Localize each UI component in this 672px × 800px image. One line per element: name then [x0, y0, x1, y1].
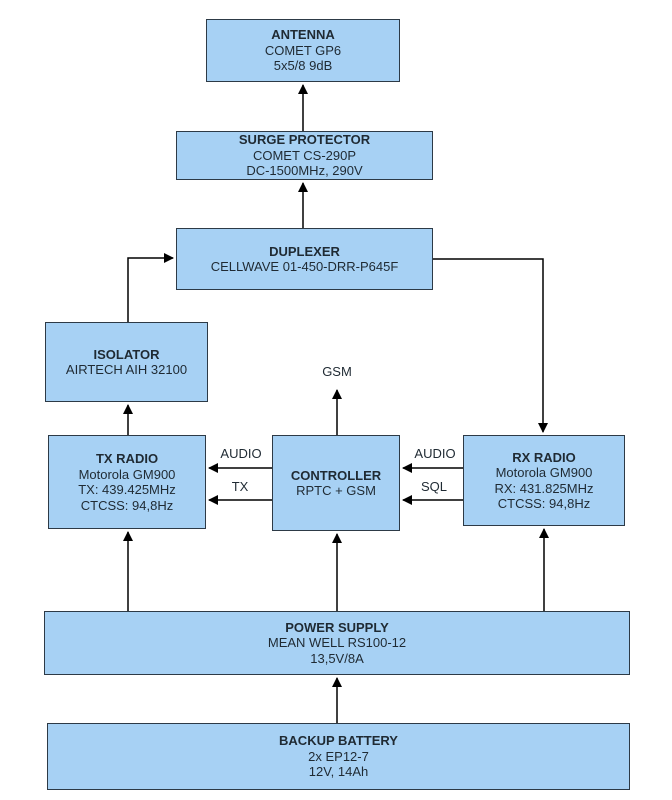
- node-duplexer-title: DUPLEXER: [269, 243, 340, 259]
- node-surge-protector-line: DC-1500MHz, 290V: [246, 163, 363, 179]
- node-rx-radio-line: CTCSS: 94,8Hz: [497, 496, 591, 511]
- node-rx-radio-line: RX: 431.825MHz: [494, 480, 594, 496]
- node-tx-radio: TX RADIO Motorola GM900 TX: 439.425MHz C…: [48, 435, 206, 529]
- node-controller: CONTROLLER RPTC + GSM: [272, 435, 400, 531]
- edge-label-tx: TX: [231, 479, 249, 494]
- edge-label-sql: SQL: [420, 479, 447, 494]
- node-controller-line: RPTC + GSM: [296, 483, 376, 498]
- node-backup-battery-line: 2x EP12-7: [308, 748, 369, 764]
- node-surge-protector-title: SURGE PROTECTOR: [238, 132, 371, 148]
- edge-label-audio-rx-to-controller: AUDIO: [414, 446, 456, 461]
- node-surge-protector: SURGE PROTECTOR COMET CS-290P DC-1500MHz…: [176, 131, 433, 180]
- node-isolator-line: AIRTECH AIH 32100: [65, 362, 188, 377]
- node-backup-battery: BACKUP BATTERY 2x EP12-7 12V, 14Ah: [47, 723, 630, 790]
- node-power-supply-line: MEAN WELL RS100-12: [267, 635, 407, 651]
- node-tx-radio-line: TX: 439.425MHz: [78, 482, 176, 497]
- node-antenna-line: COMET GP6: [264, 42, 342, 58]
- node-power-supply-title: POWER SUPPLY: [285, 619, 389, 635]
- node-antenna: ANTENNA COMET GP6 5x5/8 9dB: [206, 19, 400, 82]
- node-antenna-line: 5x5/8 9dB: [273, 58, 333, 74]
- node-backup-battery-title: BACKUP BATTERY: [279, 733, 398, 749]
- node-antenna-title: ANTENNA: [271, 27, 335, 43]
- node-power-supply-line: 13,5V/8A: [310, 650, 364, 666]
- node-duplexer: DUPLEXER CELLWAVE 01-450-DRR-P645F: [176, 228, 433, 290]
- node-tx-radio-line: Motorola GM900: [78, 466, 176, 482]
- node-duplexer-line: CELLWAVE 01-450-DRR-P645F: [210, 259, 399, 274]
- connector-isolator-to-duplexer: [127, 253, 174, 322]
- node-rx-radio-line: Motorola GM900: [495, 465, 593, 480]
- node-controller-title: CONTROLLER: [290, 467, 382, 483]
- node-isolator-title: ISOLATOR: [93, 346, 160, 362]
- node-backup-battery-line: 12V, 14Ah: [308, 764, 369, 780]
- edge-label-gsm: GSM: [322, 364, 352, 379]
- node-tx-radio-title: TX RADIO: [95, 451, 159, 466]
- node-isolator: ISOLATOR AIRTECH AIH 32100: [45, 322, 208, 402]
- node-rx-radio: RX RADIO Motorola GM900 RX: 431.825MHz C…: [463, 435, 625, 526]
- connector-duplexer-to-rx-radio: [433, 258, 548, 433]
- node-rx-radio-title: RX RADIO: [512, 449, 576, 465]
- edge-label-audio-controller-to-tx: AUDIO: [220, 446, 262, 461]
- node-tx-radio-line: CTCSS: 94,8Hz: [80, 497, 174, 513]
- node-surge-protector-line: COMET CS-290P: [252, 147, 357, 163]
- node-power-supply: POWER SUPPLY MEAN WELL RS100-12 13,5V/8A: [44, 611, 630, 675]
